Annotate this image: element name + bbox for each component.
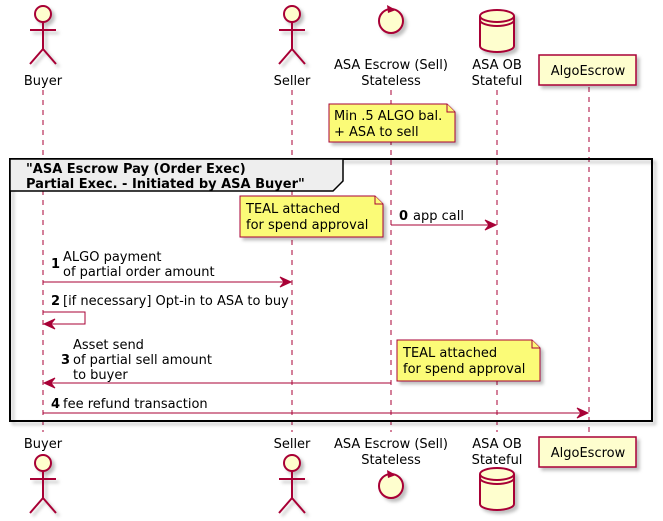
buyer-actor-icon-bottom — [29, 454, 57, 514]
participant-seller-label: Seller — [274, 74, 311, 89]
message-3-line3: to buyer — [73, 368, 128, 383]
message-4-number: 4 — [51, 397, 60, 412]
participant-ob-sublabel: Stateful — [472, 74, 523, 89]
message-1-line2: of partial order amount — [63, 265, 215, 280]
participant-escrow-label: ASA Escrow (Sell) — [334, 58, 448, 73]
participant-algoescrow-label: AlgoEscrow — [551, 64, 626, 79]
participant-ob-label: ASA OB — [472, 58, 522, 73]
message-1-arrowhead — [279, 276, 293, 288]
message-1-line1: ALGO payment — [63, 250, 161, 265]
participant-seller-label-bottom: Seller — [274, 437, 311, 452]
participant-buyer-label-bottom: Buyer — [24, 437, 63, 452]
participant-ob-label-bottom: ASA OB — [472, 437, 522, 452]
participant-escrow-sublabel-bottom: Stateless — [361, 453, 421, 468]
message-4-arrowhead — [576, 407, 590, 419]
group-title-line2: Partial Exec. - Initiated by ASA Buyer" — [26, 177, 305, 192]
note-teal-1-line2: for spend approval — [246, 218, 368, 233]
algoescrow-box-bottom — [538, 436, 637, 468]
participants-top: Buyer Seller ASA Escrow (Sell) Stateless… — [24, 5, 637, 89]
message-3-arrowhead — [42, 377, 56, 389]
message-4-label: fee refund transaction — [63, 397, 208, 412]
ob-database-icon-bottom — [479, 467, 515, 511]
participant-algoescrow-label-bottom: AlgoEscrow — [551, 446, 626, 461]
message-1-number: 1 — [51, 257, 60, 272]
note-teal-1-line1: TEAL attached — [245, 202, 340, 217]
message-3: Asset send 3 of partial sell amount to b… — [42, 338, 391, 389]
note-teal-2-line2: for spend approval — [403, 362, 525, 377]
note-teal-1: TEAL attached for spend approval — [239, 195, 384, 238]
group-frame: "ASA Escrow Pay (Order Exec) Partial Exe… — [9, 158, 653, 422]
participant-escrow-sublabel: Stateless — [361, 74, 421, 89]
escrow-control-icon-bottom — [378, 470, 404, 499]
note-min-balance: Min .5 ALGO bal. + ASA to sell — [328, 103, 456, 143]
note-min-balance-line2: + ASA to sell — [334, 125, 419, 140]
message-0-number: 0 — [399, 209, 408, 224]
buyer-actor-icon — [29, 5, 57, 65]
message-3-number: 3 — [61, 353, 70, 368]
message-0: 0 app call — [391, 209, 498, 231]
participants-bottom: Buyer Seller ASA Escrow (Sell) Stateless… — [24, 436, 637, 514]
seller-actor-icon — [278, 5, 306, 65]
message-4: 4 fee refund transaction — [43, 397, 590, 419]
message-2-number: 2 — [51, 294, 60, 309]
participant-ob-sublabel-bottom: Stateful — [472, 453, 523, 468]
message-2-label: [if necessary] Opt-in to ASA to buy — [63, 294, 289, 309]
message-0-label: app call — [413, 209, 464, 224]
ob-database-icon — [479, 9, 515, 53]
algoescrow-box — [538, 54, 637, 86]
message-2-arrowhead — [42, 318, 56, 330]
message-2: 2 [if necessary] Opt-in to ASA to buy — [42, 294, 289, 330]
seller-actor-icon-bottom — [278, 454, 306, 514]
note-teal-2-line1: TEAL attached — [402, 346, 497, 361]
message-1: 1 ALGO payment of partial order amount — [43, 250, 293, 288]
message-3-line1: Asset send — [73, 338, 144, 353]
participant-escrow-label-bottom: ASA Escrow (Sell) — [334, 437, 448, 452]
escrow-control-icon — [378, 5, 404, 34]
participant-buyer-label: Buyer — [24, 74, 63, 89]
message-3-line2: of partial sell amount — [73, 353, 212, 368]
note-min-balance-line1: Min .5 ALGO bal. — [334, 109, 442, 124]
message-0-arrowhead — [484, 219, 498, 231]
note-teal-2: TEAL attached for spend approval — [396, 339, 541, 382]
group-title-line1: "ASA Escrow Pay (Order Exec) — [26, 162, 246, 177]
